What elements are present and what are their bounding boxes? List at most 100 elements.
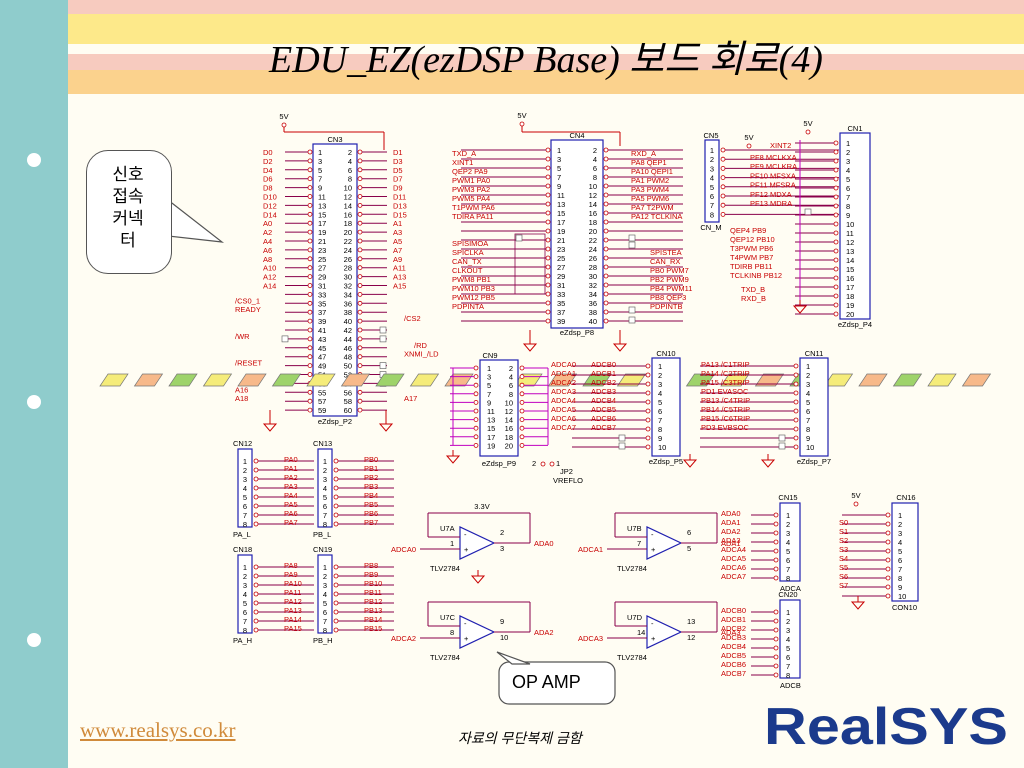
pin-number: 28 [344,264,352,273]
net-label: TXD_B [741,285,765,294]
pin-polarity: - [464,530,467,539]
pin-number: 3 [323,581,327,590]
pencil-icon [685,373,716,387]
connector-name: eZdsp_P5 [649,457,683,466]
pin-circle [793,444,799,450]
pin-number: 6 [243,608,247,617]
net-label: ADCB1 [721,615,746,624]
pin-circle [545,282,551,288]
ref-designator: CN18 [233,545,252,554]
net-label: XINT1 [452,158,473,167]
pin-circle [519,425,525,431]
net-label: ADCB7 [591,423,616,432]
pin-number: 10 [500,633,508,642]
net-label: D1 [393,148,403,157]
net-label: TCLKINB PB12 [730,271,782,280]
pin-number: 25 [557,254,565,263]
net-label: PB8 QEP3 [650,293,686,302]
no-connect-square [618,434,626,442]
net-label: ADA1 [721,518,741,527]
pin-circle [793,390,799,396]
pin-number: 55 [318,388,326,397]
pin-circle [545,210,551,216]
pin-circle [519,365,525,371]
part-number: TLV2784 [430,653,460,662]
pin-circle [281,122,287,128]
net-label: ADCA2 [391,634,416,643]
pin-number: 25 [318,255,326,264]
pin-circle [645,444,651,450]
pin-number: 60 [344,406,352,415]
net-label: ADCB3 [721,633,746,642]
pin-number: 9 [898,583,902,592]
pin-number: 5 [786,644,790,653]
pin-number: 11 [557,191,565,200]
pencil-icon [168,373,198,387]
header-band [68,54,1024,70]
pin-number: 40 [344,317,352,326]
ref-designator: CN4 [569,131,584,140]
pin-number: 5 [806,398,810,407]
pin-number: 7 [846,193,850,202]
pin-circle [885,521,891,527]
pin-number: 33 [318,290,326,299]
net-label: PA12 TCLKINA [631,212,682,221]
pin-circle [253,521,259,527]
pin-number: 1 [786,608,790,617]
pencil-icon [444,373,474,387]
pin-number: 1 [450,539,454,548]
pin-circle [333,564,339,570]
pin-circle [307,274,313,280]
pin-number: 7 [323,511,327,520]
connector-name: PA_H [233,636,252,645]
pencil-icon [271,373,302,387]
pin-circle [357,211,363,217]
pin-circle [473,408,479,414]
pin-number: 6 [806,407,810,416]
ground-icon [262,423,278,432]
pin-circle [545,318,551,324]
pin-circle [253,458,259,464]
pencil-icon [133,373,164,387]
net-label: A16 [235,385,248,394]
ground-icon [378,423,394,432]
pin-circle [357,407,363,413]
website-link[interactable]: www.realsys.co.kr [80,718,236,742]
pin-number: 8 [243,626,247,635]
pin-number: 2 [243,466,247,475]
net-label: ADCB5 [721,651,746,660]
net-label: PB14 [364,615,382,624]
net-label: ADCB6 [591,414,616,423]
pin-circle [545,246,551,252]
opamp-callout-pointer [496,651,531,665]
pin-number: 3 [323,475,327,484]
callout-text: 신호 접속 커넥 터 [112,165,144,250]
no-connect-square [379,326,387,334]
pin-number: 14 [344,201,352,210]
pin-circle [545,255,551,261]
pin-circle [357,158,363,164]
no-connect-square [379,362,387,369]
connector-cn4 [550,139,604,329]
net-label: PB8 [364,561,378,570]
pin-circle [307,300,313,306]
pin-number: 6 [243,502,247,511]
pin-circle [720,184,726,190]
pin-number: 8 [323,520,327,529]
pin-number: 5 [323,599,327,608]
pin-circle [720,175,726,181]
net-label: PB6 [364,509,378,518]
pin-circle [603,147,609,153]
net-label: PF12 MDXA [750,190,792,199]
net-label: ADCA0 [551,360,576,369]
pin-number: 10 [589,182,597,191]
pin-number: 29 [318,273,326,282]
connector-cn20 [779,599,801,679]
pin-number: 2 [898,520,902,529]
net-label: ADCB0 [591,360,616,369]
pin-circle [253,627,259,633]
pin-number: 24 [589,245,597,254]
pin-number: 23 [557,245,565,254]
pin-number: 45 [318,344,326,353]
pin-circle [357,354,363,360]
